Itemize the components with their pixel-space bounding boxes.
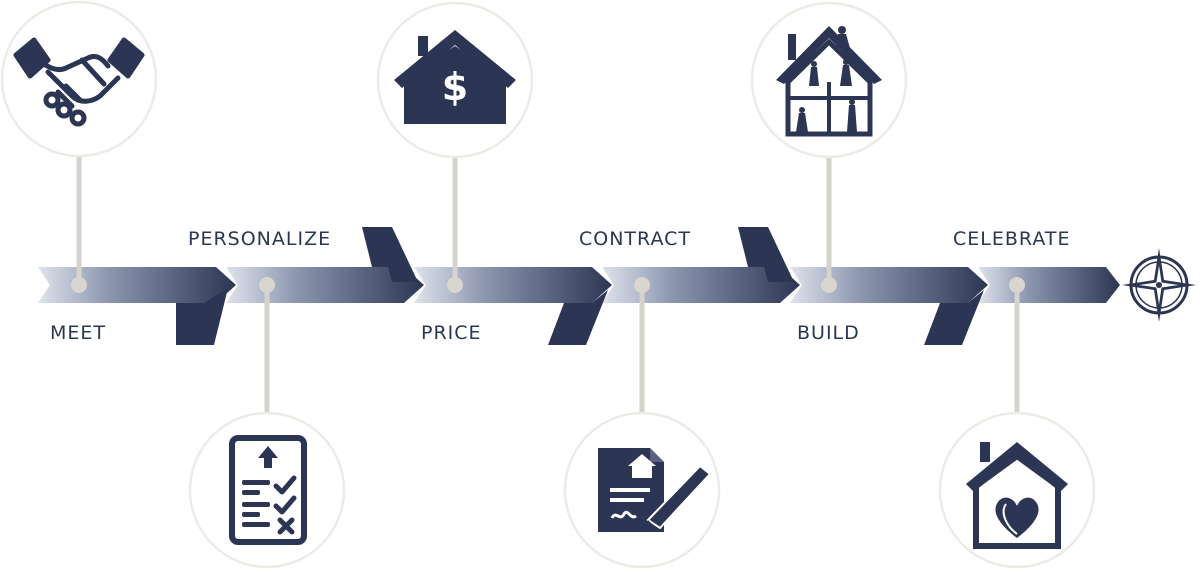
stage-pin	[447, 277, 463, 293]
stage-pin	[821, 277, 837, 293]
stage-label-meet: MEET	[50, 322, 107, 344]
stage-pin	[1009, 277, 1025, 293]
stage-label-celebrate: CELEBRATE	[953, 228, 1071, 250]
arrow-segment	[602, 267, 800, 303]
checklist-icon	[229, 435, 307, 545]
chevron-fin	[176, 288, 228, 345]
timeline-arrow	[38, 227, 1120, 345]
icon-ring	[0, 0, 158, 158]
chevron-fin	[924, 290, 984, 345]
stage-label-personalize: PERSONALIZE	[188, 228, 332, 250]
compass-rose-icon	[1122, 248, 1196, 322]
arrow-segment	[414, 267, 612, 303]
arrow-segment	[790, 267, 988, 303]
svg-text:$: $	[442, 65, 468, 109]
house-dollar-icon: $	[394, 30, 516, 124]
chevron-fin	[738, 227, 794, 282]
arrow-segment	[978, 267, 1120, 303]
stage-label-contract: CONTRACT	[579, 228, 692, 250]
chevron-fin	[548, 290, 608, 345]
stage-pin	[634, 277, 650, 293]
arrow-segment	[38, 267, 236, 303]
contract-signing-icon	[598, 448, 712, 532]
chevron-fin	[362, 227, 418, 282]
arrow-segment	[226, 267, 424, 303]
pins	[71, 277, 1025, 293]
stage-label-price: PRICE	[421, 322, 482, 344]
house-construction-icon	[776, 26, 882, 137]
house-heart-icon	[966, 442, 1068, 549]
handshake-icon	[13, 37, 145, 127]
connectors	[76, 155, 1020, 414]
stage-pin	[259, 277, 275, 293]
stage-label-build: BUILD	[797, 322, 860, 344]
stage-pin	[71, 277, 87, 293]
